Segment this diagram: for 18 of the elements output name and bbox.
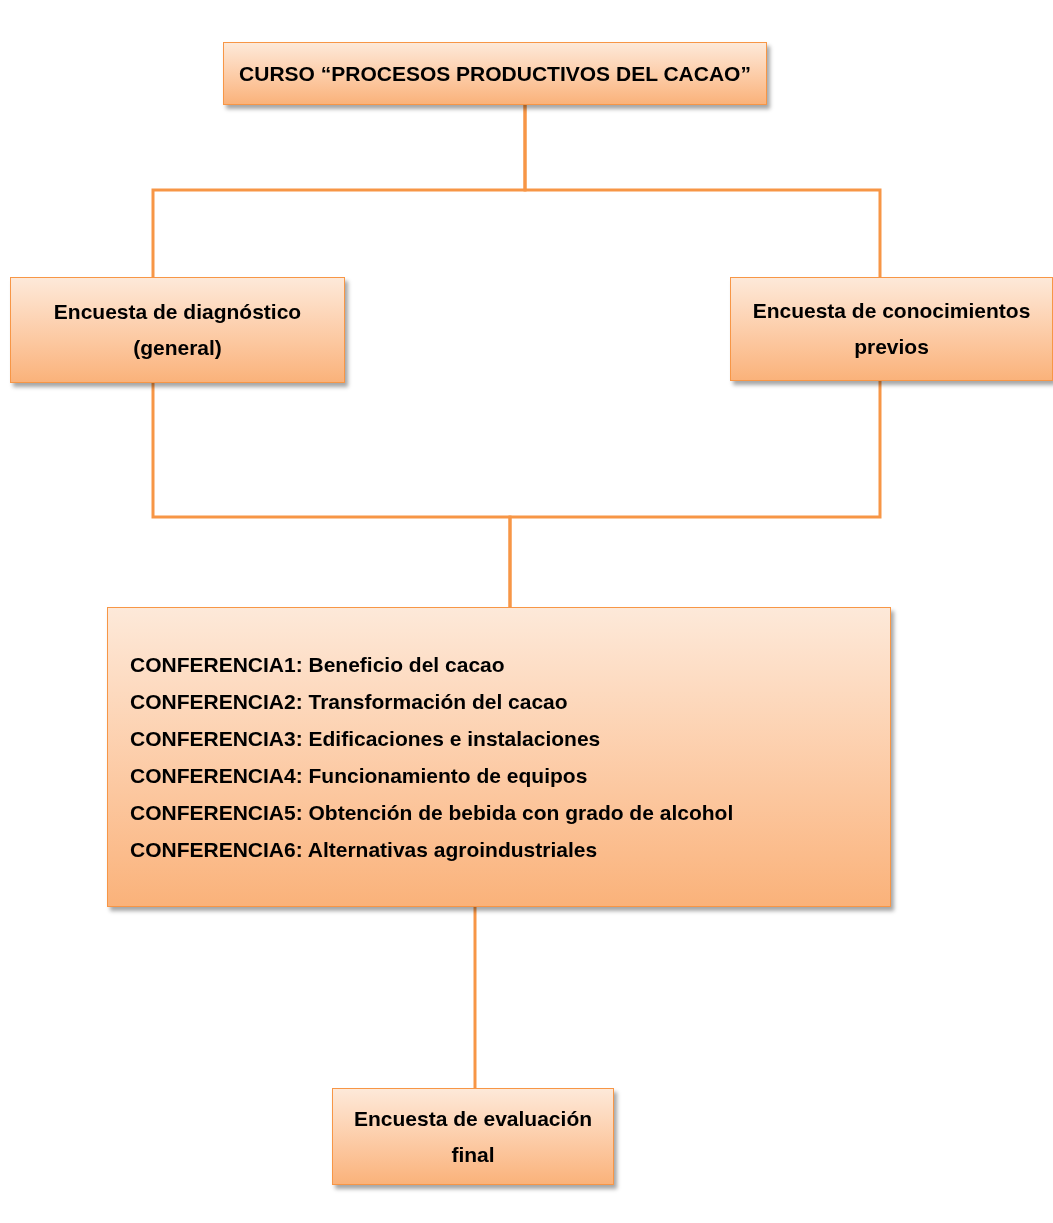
connector-line — [473, 907, 477, 1088]
process-box — [332, 1088, 614, 1185]
connector-line — [508, 381, 882, 607]
lecture-item: CONFERENCIA5: Obtención de bebida con grado de alcohol — [130, 800, 734, 826]
lecture-item: CONFERENCIA3: Edificaciones e instalaciones — [130, 726, 601, 752]
process-box — [107, 607, 891, 907]
process-box — [223, 42, 767, 105]
lecture-item: CONFERENCIA1: Beneficio del cacao — [130, 652, 505, 678]
box-label: CURSO “PROCESOS PRODUCTIVOS DEL CACAO” — [239, 60, 751, 87]
box-label: Encuesta de diagnóstico (general) — [52, 299, 303, 361]
process-box — [10, 277, 345, 383]
connector-line — [523, 105, 882, 277]
lecture-item: CONFERENCIA6: Alternativas agroindustriales — [130, 837, 598, 863]
lecture-item: CONFERENCIA2: Transformación del cacao — [130, 689, 568, 715]
lecture-item: CONFERENCIA4: Funcionamiento de equipos — [130, 763, 588, 789]
box-label: Encuesta de conocimientos previos — [751, 298, 1032, 360]
process-box — [730, 277, 1053, 381]
box-label: Encuesta de evaluación final — [352, 1105, 594, 1168]
